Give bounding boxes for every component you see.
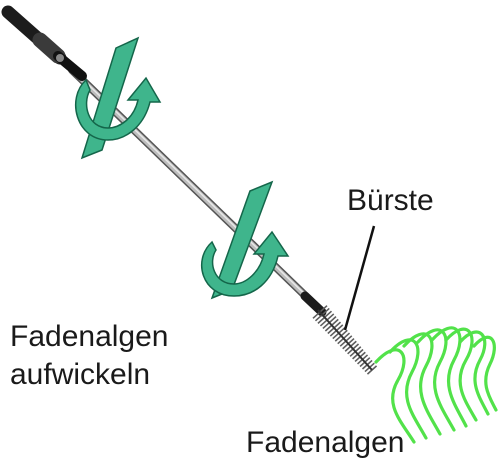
filamentous-algae xyxy=(374,326,498,444)
wind-up-algae-label: Fadenalgen aufwickeln xyxy=(10,318,168,394)
wind-up-label-line-1: Fadenalgen xyxy=(10,320,169,353)
pole-handle xyxy=(1,5,87,81)
brush-head xyxy=(300,291,378,375)
rotation-arrow-icon xyxy=(74,36,162,160)
rotation-arrow-icon xyxy=(201,180,290,300)
wind-up-label-line-2: aufwickeln xyxy=(10,358,151,391)
brush-label: Bürste xyxy=(347,184,434,217)
algae-label: Fadenalgen xyxy=(246,426,405,459)
brush-leader-line xyxy=(343,225,376,331)
